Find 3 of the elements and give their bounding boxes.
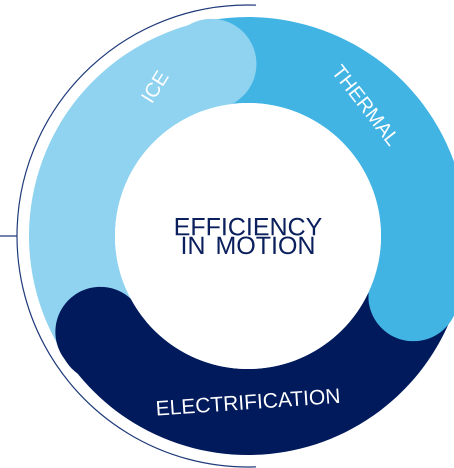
segment-label: ICE	[141, 70, 169, 103]
center-label: EFFICIENCY IN MOTION	[176, 218, 322, 254]
segment-label: ELECTRIFICATION	[156, 388, 340, 416]
